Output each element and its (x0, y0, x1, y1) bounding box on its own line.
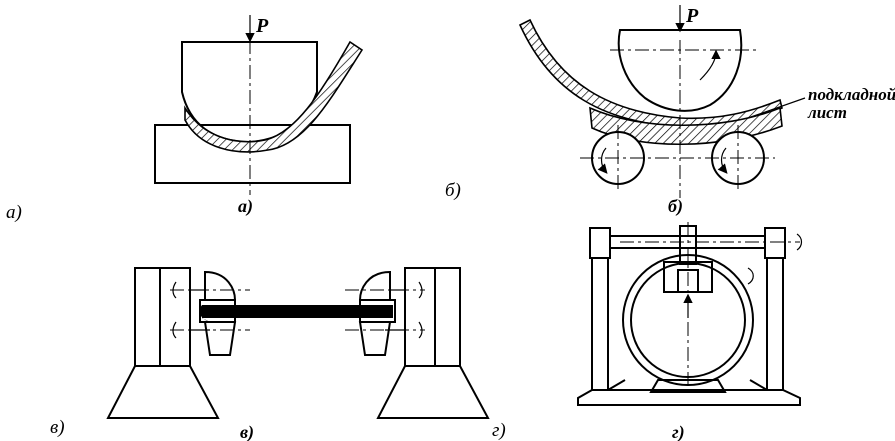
force-label-b: P (685, 5, 699, 27)
curved-strip (518, 18, 783, 128)
panel-a: P а) (154, 15, 364, 217)
left-post (591, 257, 609, 391)
frame-base (577, 389, 801, 406)
caption-g: г) (672, 422, 685, 441)
caption-v: в) (240, 422, 254, 441)
side-label-g: г) (492, 420, 506, 441)
workpiece (202, 305, 393, 318)
right-base (376, 365, 490, 419)
right-column (404, 267, 461, 367)
panel-v: в) (106, 267, 490, 441)
side-label-a: а) (6, 202, 22, 223)
side-label-v: в) (50, 417, 65, 438)
die-block (154, 124, 351, 184)
panel-b: P подкладной лист б) (518, 5, 895, 217)
right-post (766, 257, 784, 391)
left-base (106, 365, 220, 419)
caption-b: б) (668, 196, 683, 217)
top-roller (617, 29, 743, 112)
force-label: P (255, 15, 269, 37)
left-column (134, 267, 191, 367)
backing-note-line2: лист (807, 103, 847, 122)
side-label-b: б) (445, 180, 461, 201)
panel-g: г) (577, 222, 803, 441)
backing-note-line1: подкладной (808, 85, 895, 104)
caption-a: а) (238, 196, 253, 217)
bent-sheet (184, 40, 364, 153)
